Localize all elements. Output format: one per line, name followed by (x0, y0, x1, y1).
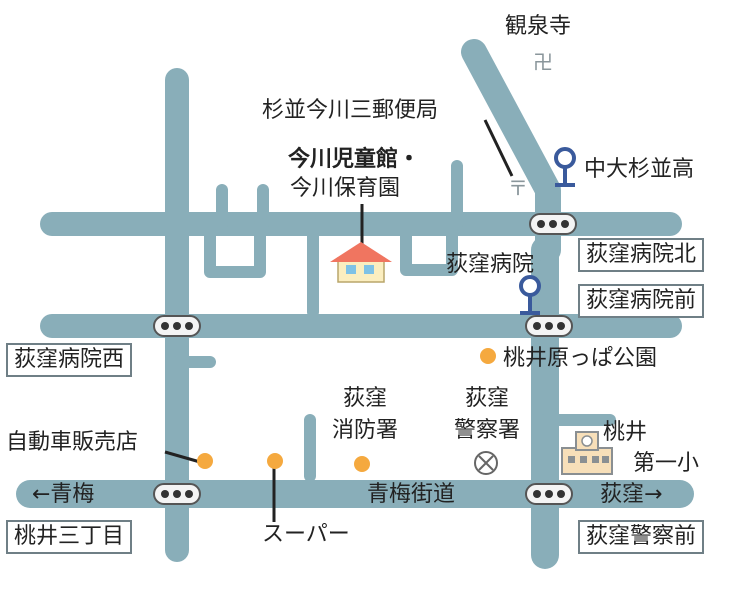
intersection-momoi-3chome: 桃井三丁目 (6, 520, 133, 554)
intersection-police-front: 荻窪警察前 (578, 520, 705, 554)
bus-stop-icon (554, 147, 576, 187)
intersection-hospital-north: 荻窪病院北 (578, 238, 705, 272)
kodomo-label-line1: 今川児童館・ (288, 147, 421, 172)
police-station-label-line1: 荻窪 (464, 386, 509, 411)
ome-kaido-label: 青梅街道 (367, 482, 456, 507)
fire-station-label-line1: 荻窪 (342, 386, 387, 411)
post-office-label: 杉並今川三郵便局 (262, 98, 439, 123)
supermarket-label: スーパー (262, 522, 350, 547)
bus-stop-chudai-label: 中大杉並高 (584, 157, 695, 182)
temple-label: 観泉寺 (505, 14, 572, 39)
traffic-signal-icon (525, 315, 573, 337)
post-office-leader-line (483, 119, 514, 177)
bus-stop-hospital-label: 荻窪病院 (446, 252, 535, 277)
orange-dot-icon (480, 348, 496, 364)
intersection-hospital-front: 荻窪病院前 (578, 284, 705, 318)
ogikubo-direction-label: 荻窪→ (600, 482, 663, 507)
kodomo-label-line2: 今川保育園 (290, 176, 401, 201)
temple-icon: 卍 (533, 50, 553, 74)
road-minor-5 (400, 218, 458, 276)
car-dealer-leader-line (164, 450, 201, 464)
traffic-signal-icon (153, 483, 201, 505)
ome-direction-label: ←青梅 (32, 482, 95, 507)
intersection-hospital-west: 荻窪病院西 (6, 343, 133, 377)
park-label: 桃井原っぱ公園 (503, 346, 658, 371)
school-label-line2: 第一小 (633, 451, 700, 476)
school-label-line1: 桃井 (603, 420, 648, 445)
traffic-signal-icon (529, 213, 577, 235)
orange-dot-icon (354, 456, 370, 472)
school-icon (561, 431, 613, 475)
orange-dot-icon (197, 453, 213, 469)
car-dealer-label: 自動車販売店 (6, 430, 139, 455)
police-station-label-line2: 警察署 (453, 418, 520, 443)
post-office-icon: 〒 (508, 176, 528, 200)
police-box-icon (474, 451, 498, 475)
fire-station-label-line2: 消防署 (331, 418, 398, 443)
building-icon (330, 242, 392, 283)
bus-stop-icon (519, 275, 541, 315)
traffic-signal-icon (525, 483, 573, 505)
road-minor-3 (204, 218, 266, 278)
orange-dot-icon (267, 453, 283, 469)
traffic-signal-icon (153, 315, 201, 337)
